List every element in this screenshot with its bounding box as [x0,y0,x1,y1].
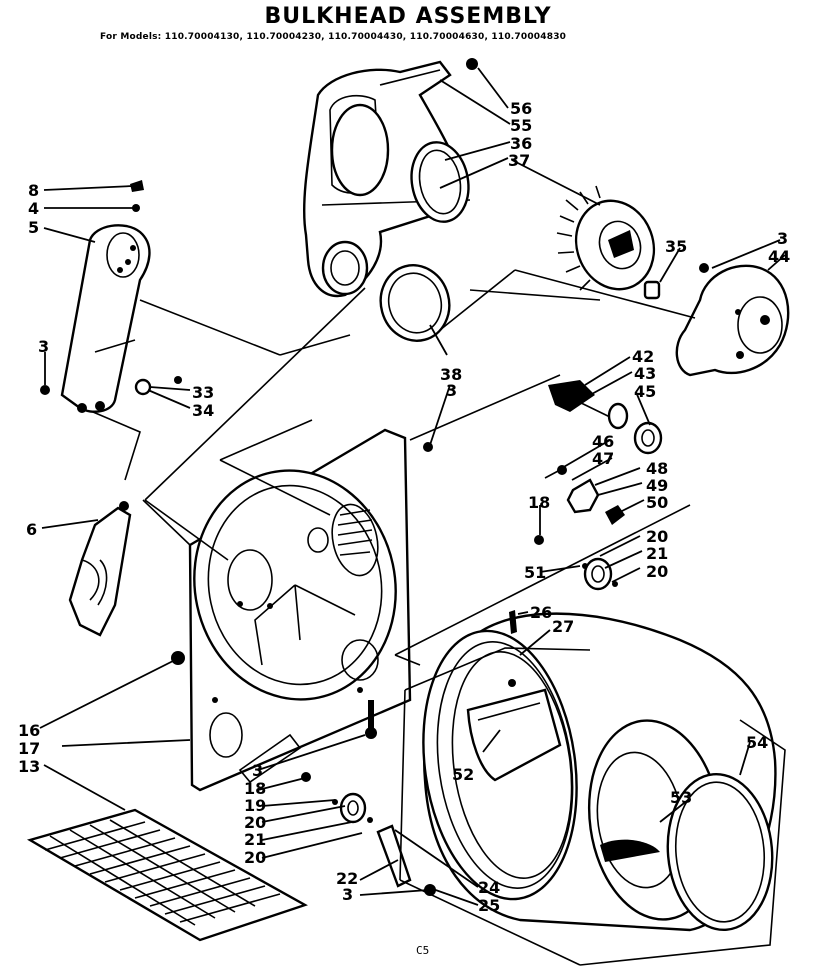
callout-numbers: 8 4 5 3 33 34 6 56 55 36 37 38 3 3 44 35… [18,99,790,915]
callout-6: 6 [26,520,37,539]
callout-51: 51 [524,563,546,582]
callout-8: 8 [28,181,39,200]
callout-42: 42 [632,347,654,366]
callout-55: 55 [510,116,532,135]
callout-20: 20 [646,562,668,581]
callout-26: 26 [530,603,552,622]
callout-50: 50 [646,493,668,512]
callout-20: 20 [244,848,266,867]
callout-4: 4 [28,199,39,218]
callout-36: 36 [510,134,532,153]
callout-13: 13 [18,757,40,776]
callout-24: 24 [478,878,500,897]
callout-53: 53 [670,788,692,807]
callout-56: 56 [510,99,532,118]
callout-48: 48 [646,459,668,478]
callout-52: 52 [452,765,474,784]
callout-3: 3 [342,885,353,904]
callout-22: 22 [336,869,358,888]
toe-grille [26,808,308,942]
callout-27: 27 [552,617,574,636]
callout-20: 20 [244,813,266,832]
callout-19: 19 [244,796,266,815]
nut-35 [643,280,661,300]
callout-18: 18 [528,493,550,512]
callout-46: 46 [592,432,614,451]
callout-47: 47 [592,449,614,468]
diagram-title: BULKHEAD ASSEMBLY [264,4,552,29]
callout-37: 37 [508,151,530,170]
callout-54: 54 [746,733,768,752]
roller-51 [583,557,613,591]
blower-housing [303,60,471,298]
callout-3: 3 [777,229,788,248]
leader-lines [39,67,786,906]
callout-3: 3 [38,337,49,356]
callout-18: 18 [244,779,266,798]
callout-3: 3 [252,761,263,780]
callout-35: 35 [665,237,687,256]
callout-49: 49 [646,476,668,495]
roller-21-low [339,792,367,824]
bulkhead-plate [188,428,412,792]
screw-56 [466,58,478,70]
callout-43: 43 [634,364,656,383]
callout-5: 5 [28,218,39,237]
assembly-frames [92,269,786,966]
page-code: C5 [416,944,430,957]
callout-25: 25 [478,896,500,915]
callout-45: 45 [634,382,656,401]
callout-3: 3 [446,381,457,400]
callout-33: 33 [192,383,214,402]
belt-switch [68,501,132,637]
callout-21: 21 [244,830,266,849]
callout-38: 38 [440,365,462,384]
roller-45 [633,421,663,455]
blower-seal-lower [379,264,451,342]
drum-seal-54 [666,772,774,932]
callout-34: 34 [192,401,214,420]
callout-17: 17 [18,739,40,758]
callout-16: 16 [18,721,40,740]
callout-21: 21 [646,544,668,563]
callout-44: 44 [768,247,790,266]
callout-20: 20 [646,527,668,546]
blower-wheel [556,185,656,291]
blower-motor-housing [675,264,790,377]
model-numbers: For Models: 110.70004130, 110.70004230, … [100,32,567,42]
